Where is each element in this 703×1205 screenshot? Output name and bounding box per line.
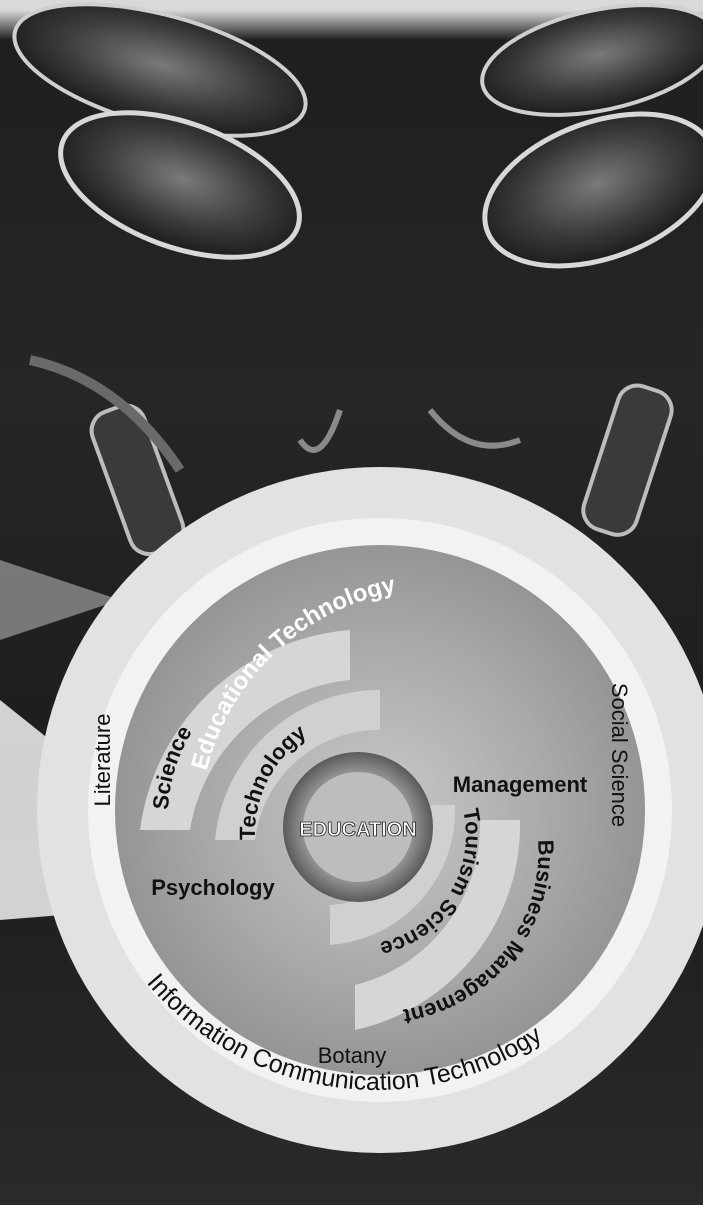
label-education: EDUCATION <box>299 819 416 841</box>
center-hub-inner <box>303 772 413 882</box>
label-literature: Literature <box>90 714 115 807</box>
label-psychology: Psychology <box>151 875 275 900</box>
background-artwork <box>0 2 703 920</box>
label-social-science: Social Science <box>607 683 632 827</box>
business-band <box>355 820 521 1030</box>
label-botany: Botany <box>318 1043 387 1068</box>
technology-band <box>215 689 380 840</box>
label-management: Management <box>453 772 588 797</box>
science-band <box>140 630 350 830</box>
